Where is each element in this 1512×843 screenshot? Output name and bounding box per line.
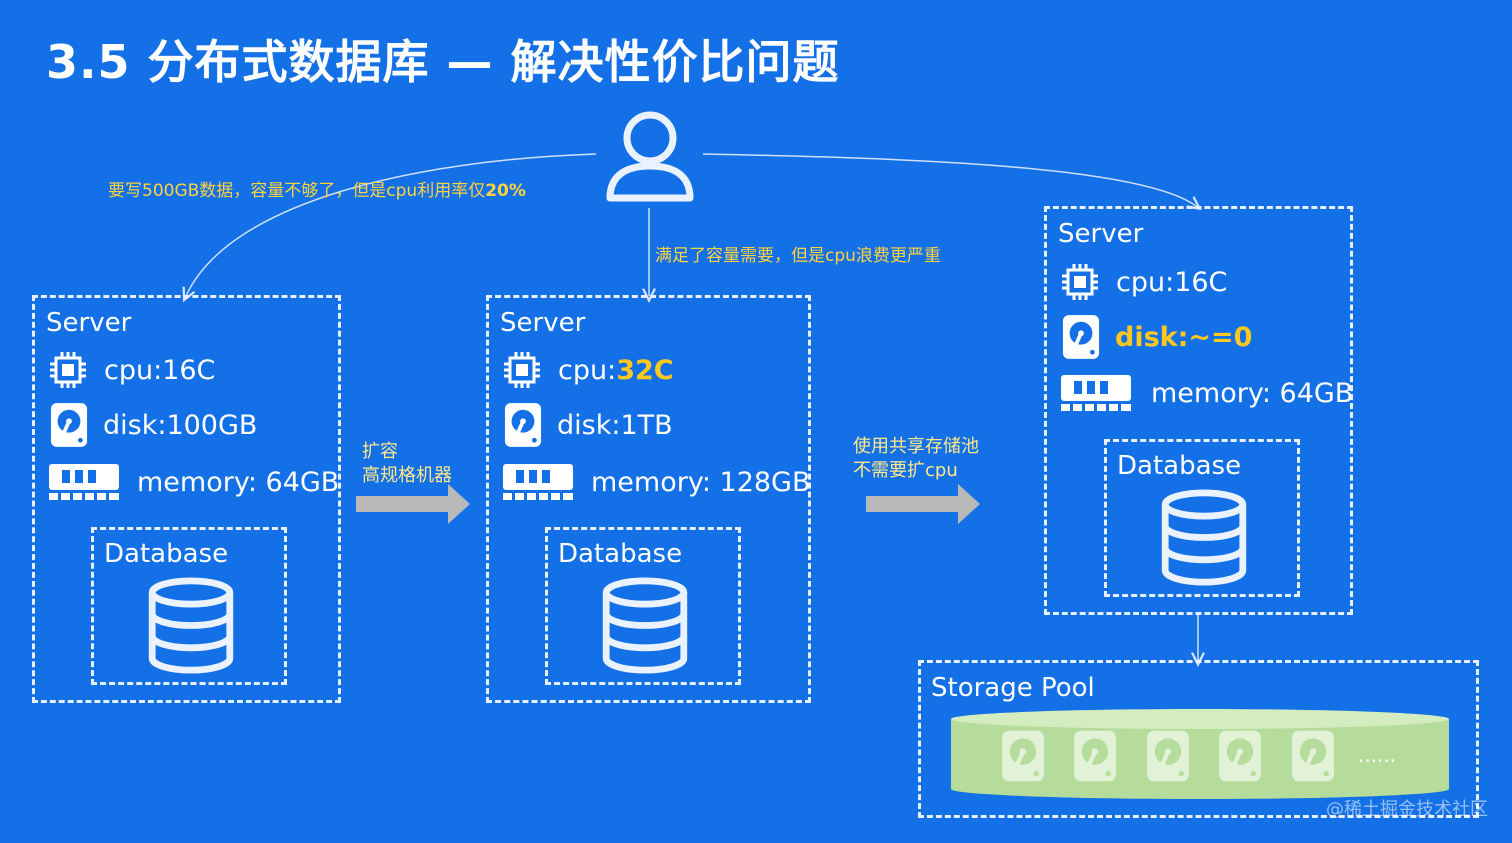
disk-icon: [1001, 729, 1045, 783]
cpu-value: 16C: [1174, 266, 1228, 298]
server-box: Server cpu: 32C disk: 1TB memory: 128GB …: [486, 295, 811, 703]
cpu-icon: [48, 350, 88, 390]
cpu-icon: [1060, 262, 1100, 302]
cpu-row: cpu: 32C: [502, 350, 674, 390]
cpu-row: cpu: 16C: [48, 350, 215, 390]
note-shared-pool: 使用共享存储池不需要扩cpu: [853, 436, 979, 481]
server-label: Server: [46, 308, 132, 338]
memory-row: memory: 64GB: [48, 462, 339, 502]
disk-row: disk: 100GB: [50, 402, 257, 448]
database-box: Database: [1104, 439, 1300, 597]
server-box: Server cpu: 16C disk: 100GB memory: 64GB…: [32, 295, 341, 703]
note-scale-up: 扩容高规格机器: [362, 441, 452, 486]
memory-icon: [502, 462, 574, 502]
arrow-right-icon: [356, 484, 470, 524]
server-box: Server cpu: 16C disk: ~=0 memory: 64GB D…: [1044, 206, 1353, 615]
disk-icon: [1073, 729, 1117, 783]
database-box: Database: [91, 527, 287, 685]
disk-value: 100GB: [166, 409, 258, 441]
note-capacity-shortage: 要写500GB数据，容量不够了，但是cpu利用率仅20%: [108, 181, 526, 201]
disk-value: 1TB: [620, 409, 673, 441]
memory-icon: [48, 462, 120, 502]
page-title: 3.5 分布式数据库 — 解决性价比问题: [46, 35, 840, 89]
database-label: Database: [104, 539, 229, 569]
disk-icon: [50, 402, 88, 448]
cpu-value: 16C: [162, 354, 216, 386]
storage-pool-label: Storage Pool: [931, 673, 1095, 703]
note-capacity-met: 满足了容量需要，但是cpu浪费更严重: [655, 246, 941, 266]
disk-icon: [504, 402, 542, 448]
disk-row: disk: 1TB: [504, 402, 673, 448]
database-box: Database: [545, 527, 741, 685]
cpu-value: 32C: [616, 354, 674, 386]
connector-user-to-server-3: [702, 153, 1196, 206]
storage-pool-box: Storage Pool ......: [918, 660, 1479, 818]
cpu-row: cpu: 16C: [1060, 262, 1227, 302]
connector-user-to-server-1: [186, 153, 597, 296]
disk-icon: [1218, 729, 1262, 783]
disk-row: disk: ~=0: [1062, 314, 1252, 360]
memory-row: memory: 64GB: [1060, 373, 1353, 413]
user-icon: [606, 111, 694, 202]
database-icon: [146, 577, 236, 674]
disk-icon: [1062, 314, 1100, 360]
disk-icon: [1291, 729, 1335, 783]
database-icon: [1159, 489, 1249, 586]
more-disks-ellipsis: ......: [1358, 743, 1397, 767]
database-icon: [600, 577, 690, 674]
disk-icon: [1146, 729, 1190, 783]
memory-icon: [1060, 373, 1132, 413]
cpu-icon: [502, 350, 542, 390]
server-label: Server: [1058, 219, 1144, 249]
database-label: Database: [1117, 451, 1242, 481]
database-label: Database: [558, 539, 683, 569]
server-label: Server: [500, 308, 586, 338]
arrow-right-icon: [866, 484, 980, 524]
disk-value: ~=0: [1188, 321, 1253, 353]
watermark: @稀土掘金技术社区: [1326, 799, 1488, 820]
memory-row: memory: 128GB: [502, 462, 811, 502]
